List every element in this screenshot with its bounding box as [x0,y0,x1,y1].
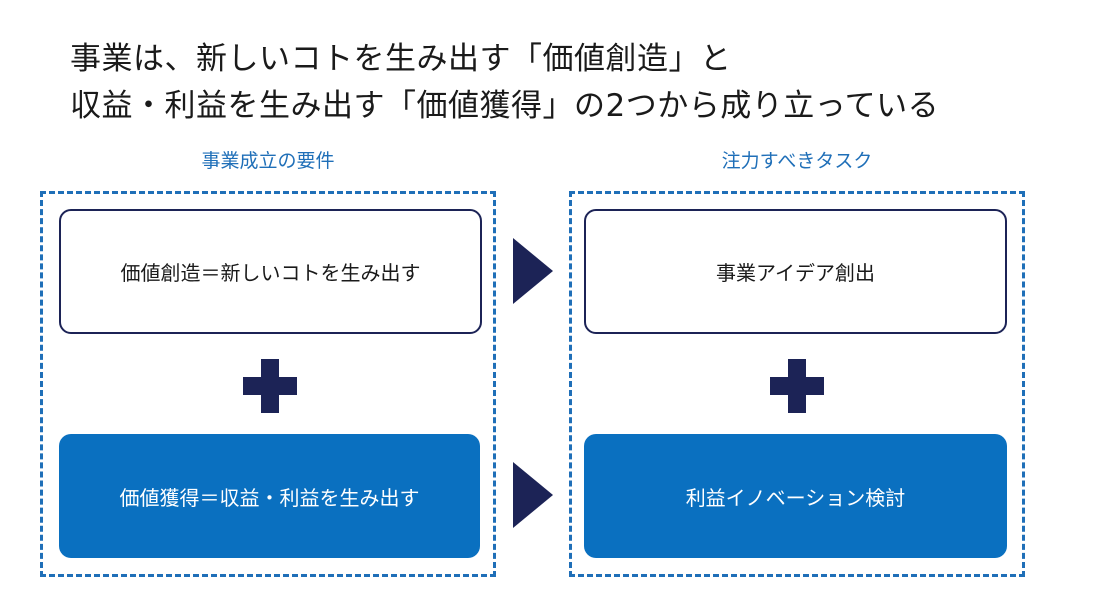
value-capture-label: 価値獲得＝収益・利益を生み出す [119,485,420,510]
right-column-title: 注力すべきタスク [721,150,873,172]
right-dashed-frame [569,191,1025,577]
headline-line-2: 収益・利益を生み出す「価値獲得」の2つから成り立っている [70,88,940,124]
profit-innovation-label: 利益イノベーション検討 [685,485,906,510]
idea-creation-label: 事業アイデア創出 [716,261,875,285]
arrow-right-icon [513,462,553,528]
value-creation-label: 価値創造＝新しいコトを生み出す [120,261,421,285]
headline: 事業は、新しいコトを生み出す「価値創造」と 収益・利益を生み出す「価値獲得」の2… [70,36,1070,130]
left-dashed-frame [40,191,496,577]
plus-icon [770,359,824,413]
headline-line-1: 事業は、新しいコトを生み出す「価値創造」と [70,41,732,77]
profit-innovation-box: 利益イノベーション検討 [584,434,1007,558]
idea-creation-box: 事業アイデア創出 [584,209,1007,334]
plus-icon [243,359,297,413]
left-column-title: 事業成立の要件 [201,150,335,172]
value-capture-box: 価値獲得＝収益・利益を生み出す [59,434,480,558]
value-creation-box: 価値創造＝新しいコトを生み出す [59,209,482,334]
arrow-right-icon [513,238,553,304]
